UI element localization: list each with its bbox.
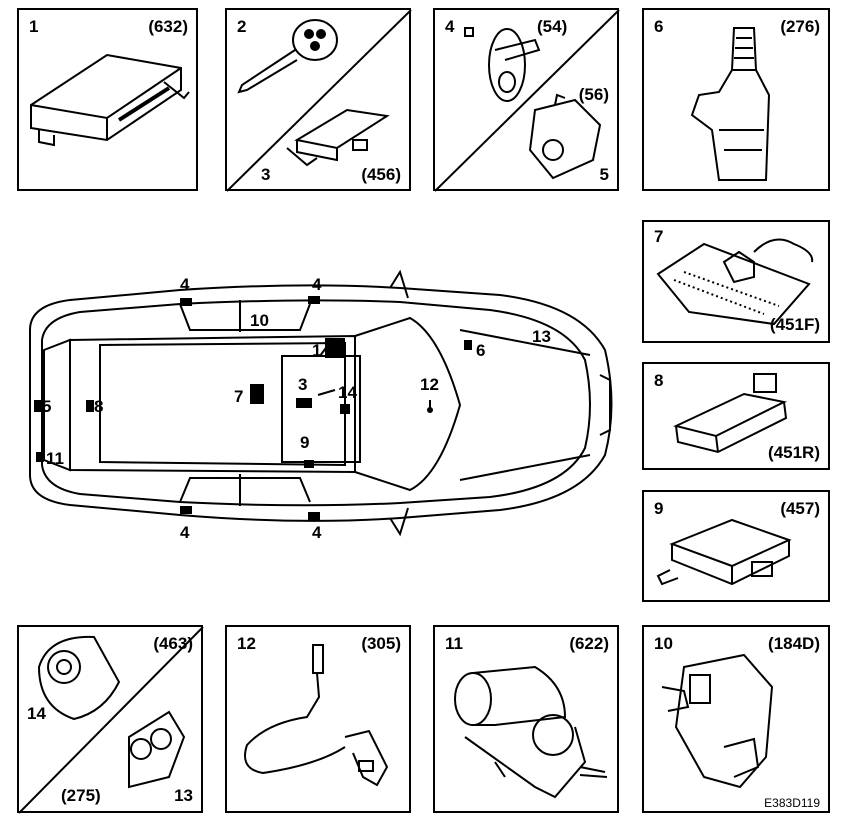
motor-actuator-drawing [454,665,608,799]
location-marker-8 [86,400,94,412]
door-lock-mechanism-drawing [661,653,774,789]
panel-number-secondary: 3 [261,165,271,184]
location-marker-12 [427,407,433,413]
panel-number: 4 [445,17,455,36]
key-and-module-drawing [227,10,412,192]
door-switch-and-lock-drawing [435,10,620,192]
panel-component-12: 12 (305) [225,625,411,813]
sensor-with-cable-drawing [244,644,389,787]
car-callout-13: 13 [532,327,551,346]
location-marker-3 [296,398,312,408]
car-callout-3: 3 [298,375,308,394]
panel-number: 8 [654,371,664,390]
panel-code-secondary: (275) [61,786,101,805]
panel-component-10: 10 (184D) E383D119 [642,625,830,813]
car-callout-11: 11 [46,449,64,468]
panel-component-2-3: 2 3 (456) [225,8,412,192]
panel-component-4-5: 4 (54) (56) 5 [433,8,620,192]
location-marker-14 [340,404,350,414]
location-marker-11 [36,452,44,462]
panel-number: 2 [237,17,247,36]
car-callout-9: 9 [300,433,310,452]
panel-code: (276) [780,17,820,36]
panel-component-11: 11 (622) [433,625,619,813]
panel-component-6: 6 (276) [642,8,830,191]
car-callout-4-top-right: 4 [312,275,322,294]
car-callout-7: 7 [234,387,244,406]
location-marker-9 [304,460,314,468]
car-callout-5: 5 [42,397,52,416]
location-marker-4b [308,296,320,304]
panel-code: (451F) [769,315,820,334]
car-callout-4-top-left: 4 [180,275,190,294]
car-callout-6: 6 [476,341,486,360]
panel-code: (305) [361,634,401,653]
panel-number: 10 [654,634,673,653]
location-marker-7 [250,384,264,404]
rear-light-module-drawing [673,373,788,454]
panel-code: (54) [537,17,568,36]
panel-code: (457) [780,499,820,518]
car-callout-10: 10 [250,311,269,330]
panel-number-secondary: 13 [174,786,193,805]
car-callout-14: 14 [338,383,357,402]
panel-component-8: 8 (451R) [642,362,830,470]
car-callout-4-bottom-left: 4 [180,523,190,542]
figure-reference: E383D119 [764,796,820,810]
panel-number-secondary: 5 [599,165,609,184]
panel-component-9: 9 (457) [642,490,830,602]
location-marker-6 [464,340,472,350]
panel-code: (632) [148,17,188,36]
location-marker-1 [325,338,345,358]
panel-code: (456) [361,165,401,184]
location-marker-4a [180,298,192,306]
car-callout-8: 8 [94,397,104,416]
panel-number: 7 [654,227,664,246]
panel-number: 6 [654,17,664,36]
panel-number: 11 [445,634,463,653]
panel-component-13-14: (463) 14 (275) 13 [17,625,204,814]
panel-code: (451R) [768,443,820,462]
control-unit-box-drawing [656,518,792,586]
location-marker-5 [34,400,42,412]
car-callout-12: 12 [420,375,439,394]
car-callout-1: 1 [312,341,322,360]
car-callout-4-bottom-right: 4 [312,523,322,542]
panel-code: (622) [569,634,609,653]
panel-number: 9 [654,499,664,518]
location-marker-4c [180,506,192,514]
panel-code-secondary: (56) [578,85,609,104]
panel-component-7: 7 (451F) [642,220,830,343]
ignition-and-horn-drawing [19,627,204,814]
panel-number: 1 [29,17,39,36]
control-module-drawing [30,53,190,147]
panel-code: (184D) [768,634,820,653]
panel-component-1: 1 (632) [17,8,198,191]
interior-light-module-drawing [656,238,814,326]
panel-number: 14 [27,704,46,723]
panel-number: 12 [237,634,256,653]
gear-selector-switch-drawing [690,27,771,181]
location-marker-4d [308,512,320,520]
